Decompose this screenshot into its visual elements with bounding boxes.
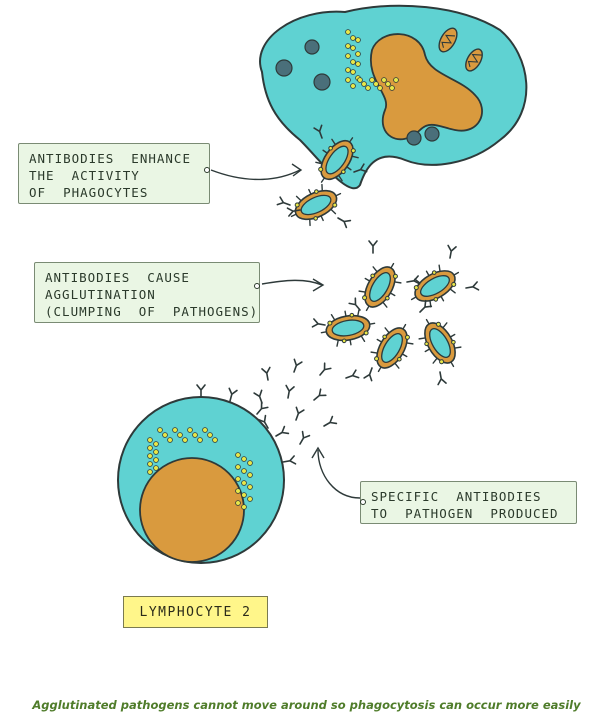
granule <box>167 437 173 443</box>
granule <box>153 465 159 471</box>
arrow-head <box>312 278 325 292</box>
granule <box>207 432 213 438</box>
granule <box>212 437 218 443</box>
granule <box>241 492 247 498</box>
granule <box>235 476 241 482</box>
granule <box>350 59 356 65</box>
granule <box>345 29 351 35</box>
granule <box>247 496 253 502</box>
granule <box>345 77 351 83</box>
granule <box>235 500 241 506</box>
granule <box>345 53 351 59</box>
label-line: SPECIFIC ANTIBODIES <box>371 489 542 504</box>
granule <box>350 45 356 51</box>
label-line: TO PATHOGEN PRODUCED <box>371 506 559 521</box>
antibody <box>283 384 295 400</box>
granule <box>147 461 153 467</box>
arrow-to-phagocyte <box>210 169 301 181</box>
granule <box>235 452 241 458</box>
granule <box>247 472 253 478</box>
granule <box>157 427 163 433</box>
granule <box>241 468 247 474</box>
granule <box>147 469 153 475</box>
granule <box>350 83 356 89</box>
granule <box>365 85 371 91</box>
antibody <box>321 415 338 431</box>
mitochondrion <box>465 48 483 72</box>
label-antibodies-enhance-phagocytes: ANTIBODIES ENHANCE THE ACTIVITY OF PHAGO… <box>18 143 210 204</box>
granule <box>369 77 375 83</box>
arrow-to-antibodies <box>317 449 361 499</box>
label-line: ANTIBODIES ENHANCE <box>29 151 191 166</box>
granule <box>202 427 208 433</box>
antibody <box>343 369 360 383</box>
arrow-to-cluster <box>261 279 323 286</box>
agglutinated-pathogens <box>311 240 480 386</box>
granule <box>162 432 168 438</box>
antibody <box>261 366 273 382</box>
granule <box>153 457 159 463</box>
label-line: AGGLUTINATION <box>45 287 156 302</box>
granule <box>187 427 193 433</box>
antibody <box>316 362 332 379</box>
antibody <box>295 430 311 447</box>
granule <box>350 35 356 41</box>
granule <box>241 480 247 486</box>
antibody <box>291 406 305 423</box>
granule <box>357 77 363 83</box>
arrows <box>210 163 361 499</box>
label-antibodies-cause-agglutination: ANTIBODIES CAUSE AGGLUTINATION (CLUMPING… <box>34 262 260 323</box>
granule <box>385 81 391 87</box>
antibody <box>310 388 327 404</box>
granule <box>345 43 351 49</box>
mitochondrion <box>438 27 458 53</box>
connector-dot <box>360 499 366 505</box>
antibody <box>289 358 303 375</box>
granule <box>373 81 379 87</box>
granule <box>381 77 387 83</box>
antibody <box>253 389 267 406</box>
label-line: ANTIBODIES CAUSE <box>45 270 190 285</box>
granule <box>153 449 159 455</box>
granule <box>355 61 361 67</box>
granule <box>389 85 395 91</box>
granule <box>147 437 153 443</box>
granule <box>241 456 247 462</box>
arrow-head <box>311 446 325 459</box>
granule <box>241 504 247 510</box>
granule <box>345 67 351 73</box>
granule <box>350 69 356 75</box>
connector-dot <box>204 167 210 173</box>
label-line: (CLUMPING OF PATHOGENS) <box>45 304 259 319</box>
label-line: THE ACTIVITY <box>29 168 140 183</box>
granule <box>393 77 399 83</box>
granule <box>235 488 241 494</box>
granule <box>197 437 203 443</box>
granule <box>153 441 159 447</box>
granule <box>147 453 153 459</box>
granule <box>172 427 178 433</box>
granule <box>355 37 361 43</box>
granule <box>361 81 367 87</box>
arrow-head <box>291 163 303 177</box>
granule <box>177 432 183 438</box>
lymphocyte <box>117 384 297 564</box>
label-specific-antibodies: SPECIFIC ANTIBODIES TO PATHOGEN PRODUCED <box>360 481 577 524</box>
granule <box>247 460 253 466</box>
phagocyte <box>259 4 528 189</box>
connector-dot <box>254 283 260 289</box>
granule <box>235 464 241 470</box>
granule <box>147 445 153 451</box>
granule <box>192 432 198 438</box>
granule <box>182 437 188 443</box>
lymphocyte-label: LYMPHOCYTE 2 <box>123 596 268 628</box>
label-line: OF PHAGOCYTES <box>29 185 149 200</box>
granule <box>247 484 253 490</box>
granule <box>377 85 383 91</box>
granule <box>355 51 361 57</box>
caption: Agglutinated pathogens cannot move aroun… <box>32 698 581 712</box>
